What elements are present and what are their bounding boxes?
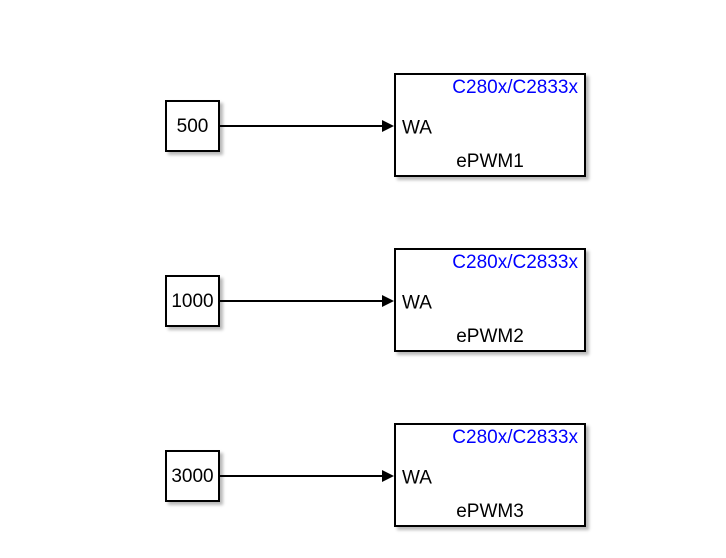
- wire-line: [220, 474, 384, 477]
- block-type-label: C280x/C2833x: [452, 77, 578, 98]
- block-name-label: ePWM2: [456, 326, 524, 347]
- constant-value: 1000: [171, 290, 214, 312]
- constant-block[interactable]: 500: [165, 100, 220, 152]
- input-port-label: WA: [402, 292, 432, 313]
- signal-wire[interactable]: [220, 463, 394, 488]
- block-name-label: ePWM3: [456, 501, 524, 522]
- constant-value: 3000: [171, 465, 214, 487]
- wire-line: [220, 124, 384, 127]
- epwm-block[interactable]: C280x/C2833x WA ePWM2: [394, 248, 586, 352]
- constant-value: 500: [176, 115, 209, 137]
- diagram-row: 3000 C280x/C2833x WA ePWM3: [0, 423, 726, 527]
- arrowhead-icon: [382, 294, 394, 307]
- input-port-label: WA: [402, 117, 432, 138]
- block-type-label: C280x/C2833x: [452, 427, 578, 448]
- block-type-label: C280x/C2833x: [452, 252, 578, 273]
- input-port-label: WA: [402, 467, 432, 488]
- block-name-label: ePWM1: [456, 151, 524, 172]
- signal-wire[interactable]: [220, 113, 394, 138]
- constant-block[interactable]: 1000: [165, 275, 220, 327]
- diagram-row: 500 C280x/C2833x WA ePWM1: [0, 73, 726, 177]
- diagram-row: 1000 C280x/C2833x WA ePWM2: [0, 248, 726, 352]
- signal-wire[interactable]: [220, 288, 394, 313]
- epwm-block[interactable]: C280x/C2833x WA ePWM1: [394, 73, 586, 177]
- constant-block[interactable]: 3000: [165, 450, 220, 502]
- epwm-block[interactable]: C280x/C2833x WA ePWM3: [394, 423, 586, 527]
- arrowhead-icon: [382, 469, 394, 482]
- arrowhead-icon: [382, 119, 394, 132]
- wire-line: [220, 299, 384, 302]
